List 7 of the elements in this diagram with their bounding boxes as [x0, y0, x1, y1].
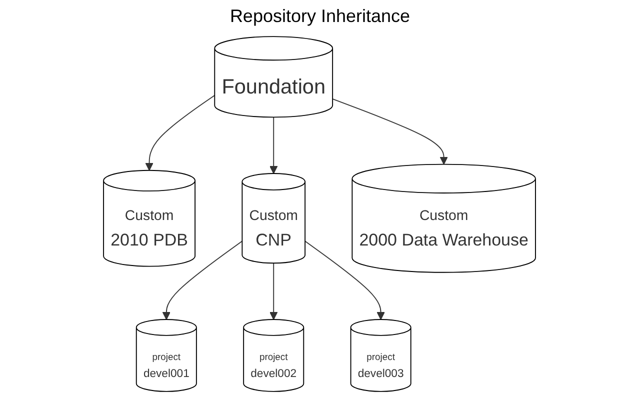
arrow — [270, 262, 278, 320]
arrow — [162, 240, 244, 320]
arrow — [305, 240, 386, 320]
arrow — [270, 116, 278, 174]
arrow — [146, 94, 216, 171]
arrow — [332, 98, 448, 165]
diagram-title: Repository Inheritance — [228, 6, 412, 27]
